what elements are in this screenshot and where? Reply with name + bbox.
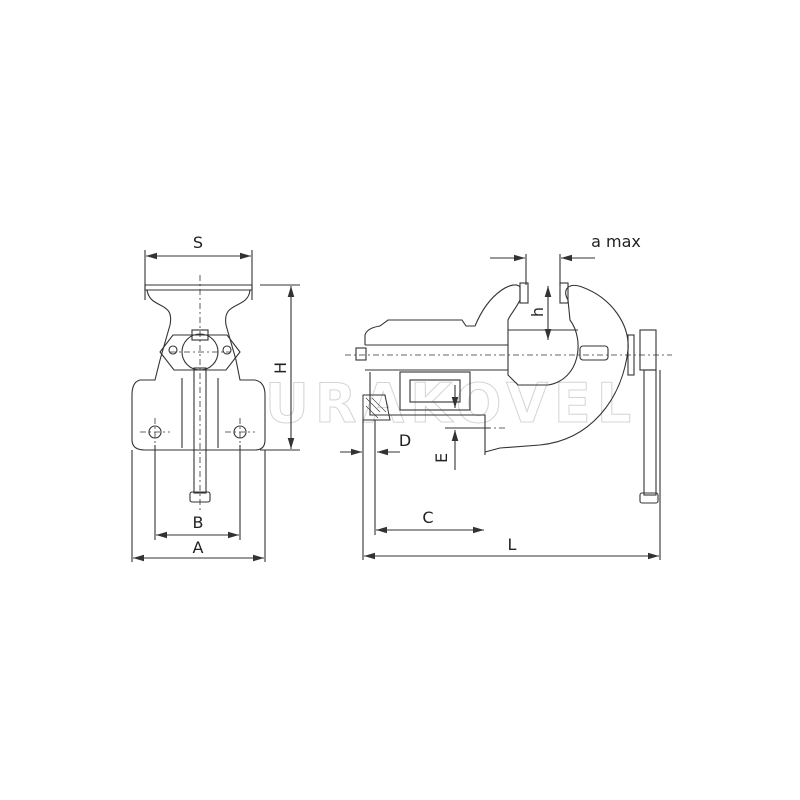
front-view: [131, 250, 300, 562]
label-C: C: [422, 508, 434, 527]
label-S: S: [192, 233, 204, 252]
label-A: A: [192, 538, 204, 557]
label-D: D: [398, 431, 412, 450]
label-L: L: [507, 535, 517, 554]
label-a-max: a max: [591, 232, 641, 251]
label-h: h: [528, 306, 547, 318]
side-view: [340, 254, 672, 560]
label-E: E: [432, 452, 451, 464]
watermark: URAKOVEL: [264, 372, 638, 436]
label-B: B: [192, 513, 204, 532]
label-H: H: [271, 361, 290, 375]
